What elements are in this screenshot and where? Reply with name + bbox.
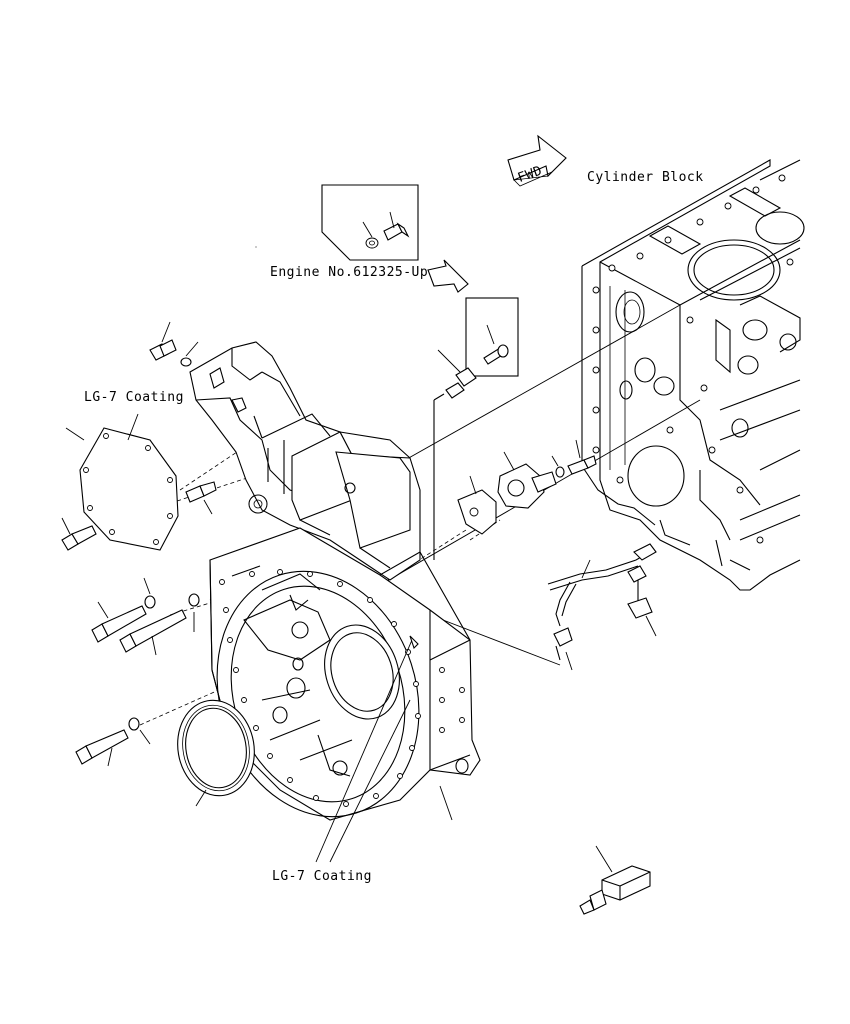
oil-seal [177, 699, 255, 807]
adapter-bolt [185, 481, 217, 515]
housing-washer-2 [188, 593, 200, 632]
inset-bolt-icon [383, 211, 410, 241]
cover-bolt [61, 517, 97, 551]
cylinder-block [581, 159, 805, 591]
housing-bolt-2 [119, 609, 187, 656]
flywheel-housing [209, 527, 481, 821]
harness-clamp-and-bolt [627, 565, 657, 637]
lg7-coating-label-bottom: LG-7 Coating [272, 869, 372, 884]
housing-bolt-holes [219, 569, 465, 807]
inset-washer-icon [362, 221, 379, 249]
standalone-sensor [579, 845, 651, 915]
housing-washer-3 [128, 717, 151, 745]
upper-housing-adapter [189, 341, 421, 602]
block-bolt-holes [592, 174, 794, 544]
housing-bolt-1 [91, 601, 147, 643]
gasket [457, 475, 497, 535]
cover-plate [65, 413, 179, 551]
sensor-bolt-inset [465, 297, 519, 377]
plug-fitting [149, 321, 199, 367]
housing-washer-1 [143, 577, 156, 609]
thermostat-sensor [497, 451, 557, 509]
engine-number-inset [321, 184, 419, 261]
sensor-bolt-and-washer [551, 439, 597, 478]
engine-number-arrow-icon [427, 259, 469, 293]
fwd-arrow-icon: FWD [507, 134, 567, 187]
housing-bolt-3 [75, 729, 129, 767]
coating-arrow-icon [409, 635, 419, 650]
speed-sensor-top [433, 349, 477, 560]
lg7-coating-label-top: LG-7 Coating [84, 390, 184, 405]
wiring-harness [547, 543, 657, 671]
cylinder-block-label: Cylinder Block [587, 170, 704, 185]
engine-number-label: Engine No.612325-Up [270, 265, 428, 280]
